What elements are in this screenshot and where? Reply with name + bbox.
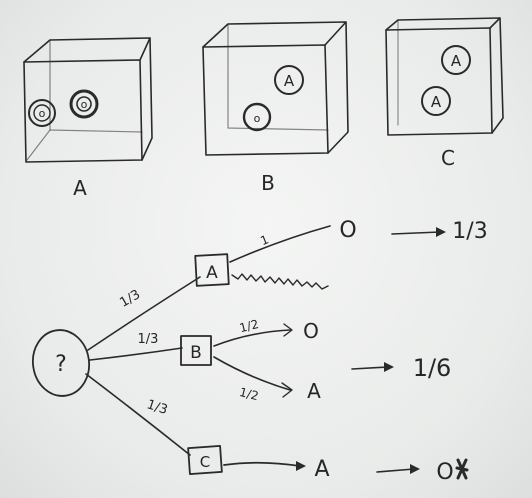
- box-a: o o A: [23, 37, 153, 200]
- final-prob-a: 1/3: [452, 219, 487, 244]
- root-node: ?: [31, 329, 91, 397]
- outcome-c: A: [314, 457, 329, 482]
- coin-label: o: [254, 112, 261, 125]
- outcome-b-1: O: [303, 319, 319, 343]
- edge-prob-b: 1/3: [138, 332, 159, 347]
- coin-icon: o: [28, 99, 56, 127]
- tree-node-label: C: [200, 453, 210, 471]
- tree-node-c: C: [187, 445, 223, 475]
- coin-icon: o: [242, 102, 272, 132]
- root-label: ?: [55, 352, 67, 377]
- outcome-a: O: [339, 218, 356, 243]
- edge-root-b: [89, 347, 183, 361]
- arrow-icon: [223, 461, 306, 471]
- coin-label: A: [431, 93, 442, 111]
- coin-label: A: [284, 72, 295, 90]
- tree-node-label: A: [206, 263, 218, 283]
- edge-prob-c: 1/3: [145, 397, 170, 418]
- box-c: A A C: [385, 17, 504, 170]
- final-prob-c: O: [436, 460, 453, 485]
- box-label-c: C: [441, 146, 455, 170]
- edge-prob-a: 1/3: [117, 287, 143, 310]
- edge-prob-a-o: 1: [258, 232, 270, 248]
- coin-icon: A: [274, 65, 304, 95]
- coin-icon: A: [421, 86, 451, 116]
- arrow-icon: [281, 382, 293, 398]
- box-b: A o B: [202, 21, 349, 195]
- tree-node-a: A: [194, 253, 230, 287]
- outcome-b-2: A: [307, 379, 321, 403]
- edge-prob-b-o: 1/2: [238, 317, 260, 335]
- edge-a-o: [229, 225, 331, 263]
- edge-b-a: [213, 356, 291, 391]
- arrow-icon: [283, 323, 293, 337]
- arrow-icon: [391, 227, 446, 237]
- edge-prob-b-a: 1/2: [238, 385, 260, 403]
- coin-label: o: [39, 107, 46, 120]
- box-label-b: B: [261, 171, 275, 195]
- scribble-mark: [455, 458, 469, 480]
- final-prob-b: 1/6: [413, 354, 452, 382]
- tree-node-b: B: [180, 335, 212, 366]
- crossed-out-branch: [231, 273, 329, 290]
- coin-icon: A: [441, 45, 471, 75]
- coin-icon: o: [69, 89, 99, 119]
- arrow-icon: [351, 362, 394, 372]
- arrow-icon: [376, 464, 420, 474]
- coin-label: o: [81, 98, 88, 111]
- box-label-a: A: [73, 176, 87, 200]
- edge-root-a: [87, 276, 201, 351]
- coin-label: A: [451, 52, 462, 70]
- tree-node-label: B: [190, 343, 202, 363]
- edge-b-o: [213, 329, 291, 347]
- edge-root-c: [85, 373, 191, 456]
